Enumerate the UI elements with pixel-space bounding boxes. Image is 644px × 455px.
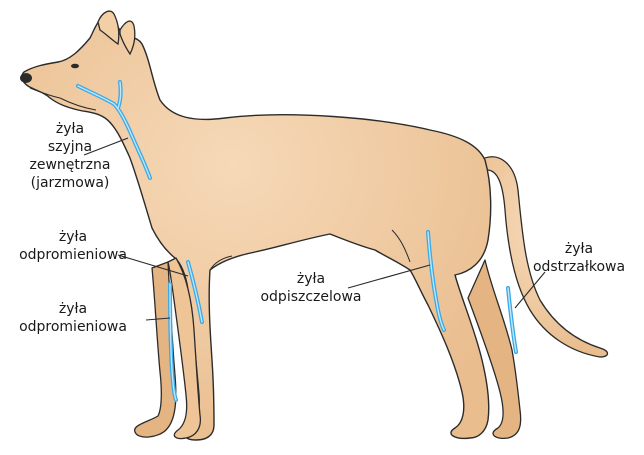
label-cephalic-upper-line-1: żyła <box>4 228 142 246</box>
label-saphenous-line-1: żyła <box>246 270 376 288</box>
label-jugular-vein: żyła szyjna zewnętrzna (jarzmowa) <box>10 120 130 192</box>
label-jugular-line-4: (jarzmowa) <box>10 174 130 192</box>
label-saphenous-line-2: odpiszczelowa <box>246 288 376 306</box>
label-fibular-vein: żyła odstrzałkowa <box>520 240 638 276</box>
label-jugular-line-1: żyła <box>10 120 130 138</box>
label-cephalic-lower-line-1: żyła <box>4 300 142 318</box>
label-fibular-line-2: odstrzałkowa <box>520 258 638 276</box>
label-jugular-line-2: szyjna <box>10 138 130 156</box>
label-cephalic-lower: żyła odpromieniowa <box>4 300 142 336</box>
label-cephalic-upper: żyła odpromieniowa <box>4 228 142 264</box>
eye <box>71 64 79 69</box>
label-cephalic-lower-line-2: odpromieniowa <box>4 318 142 336</box>
label-saphenous-vein: żyła odpiszczelowa <box>246 270 376 306</box>
label-jugular-line-3: zewnętrzna <box>10 156 130 174</box>
label-fibular-line-1: żyła <box>520 240 638 258</box>
label-cephalic-upper-line-2: odpromieniowa <box>4 246 142 264</box>
nose <box>20 73 32 83</box>
